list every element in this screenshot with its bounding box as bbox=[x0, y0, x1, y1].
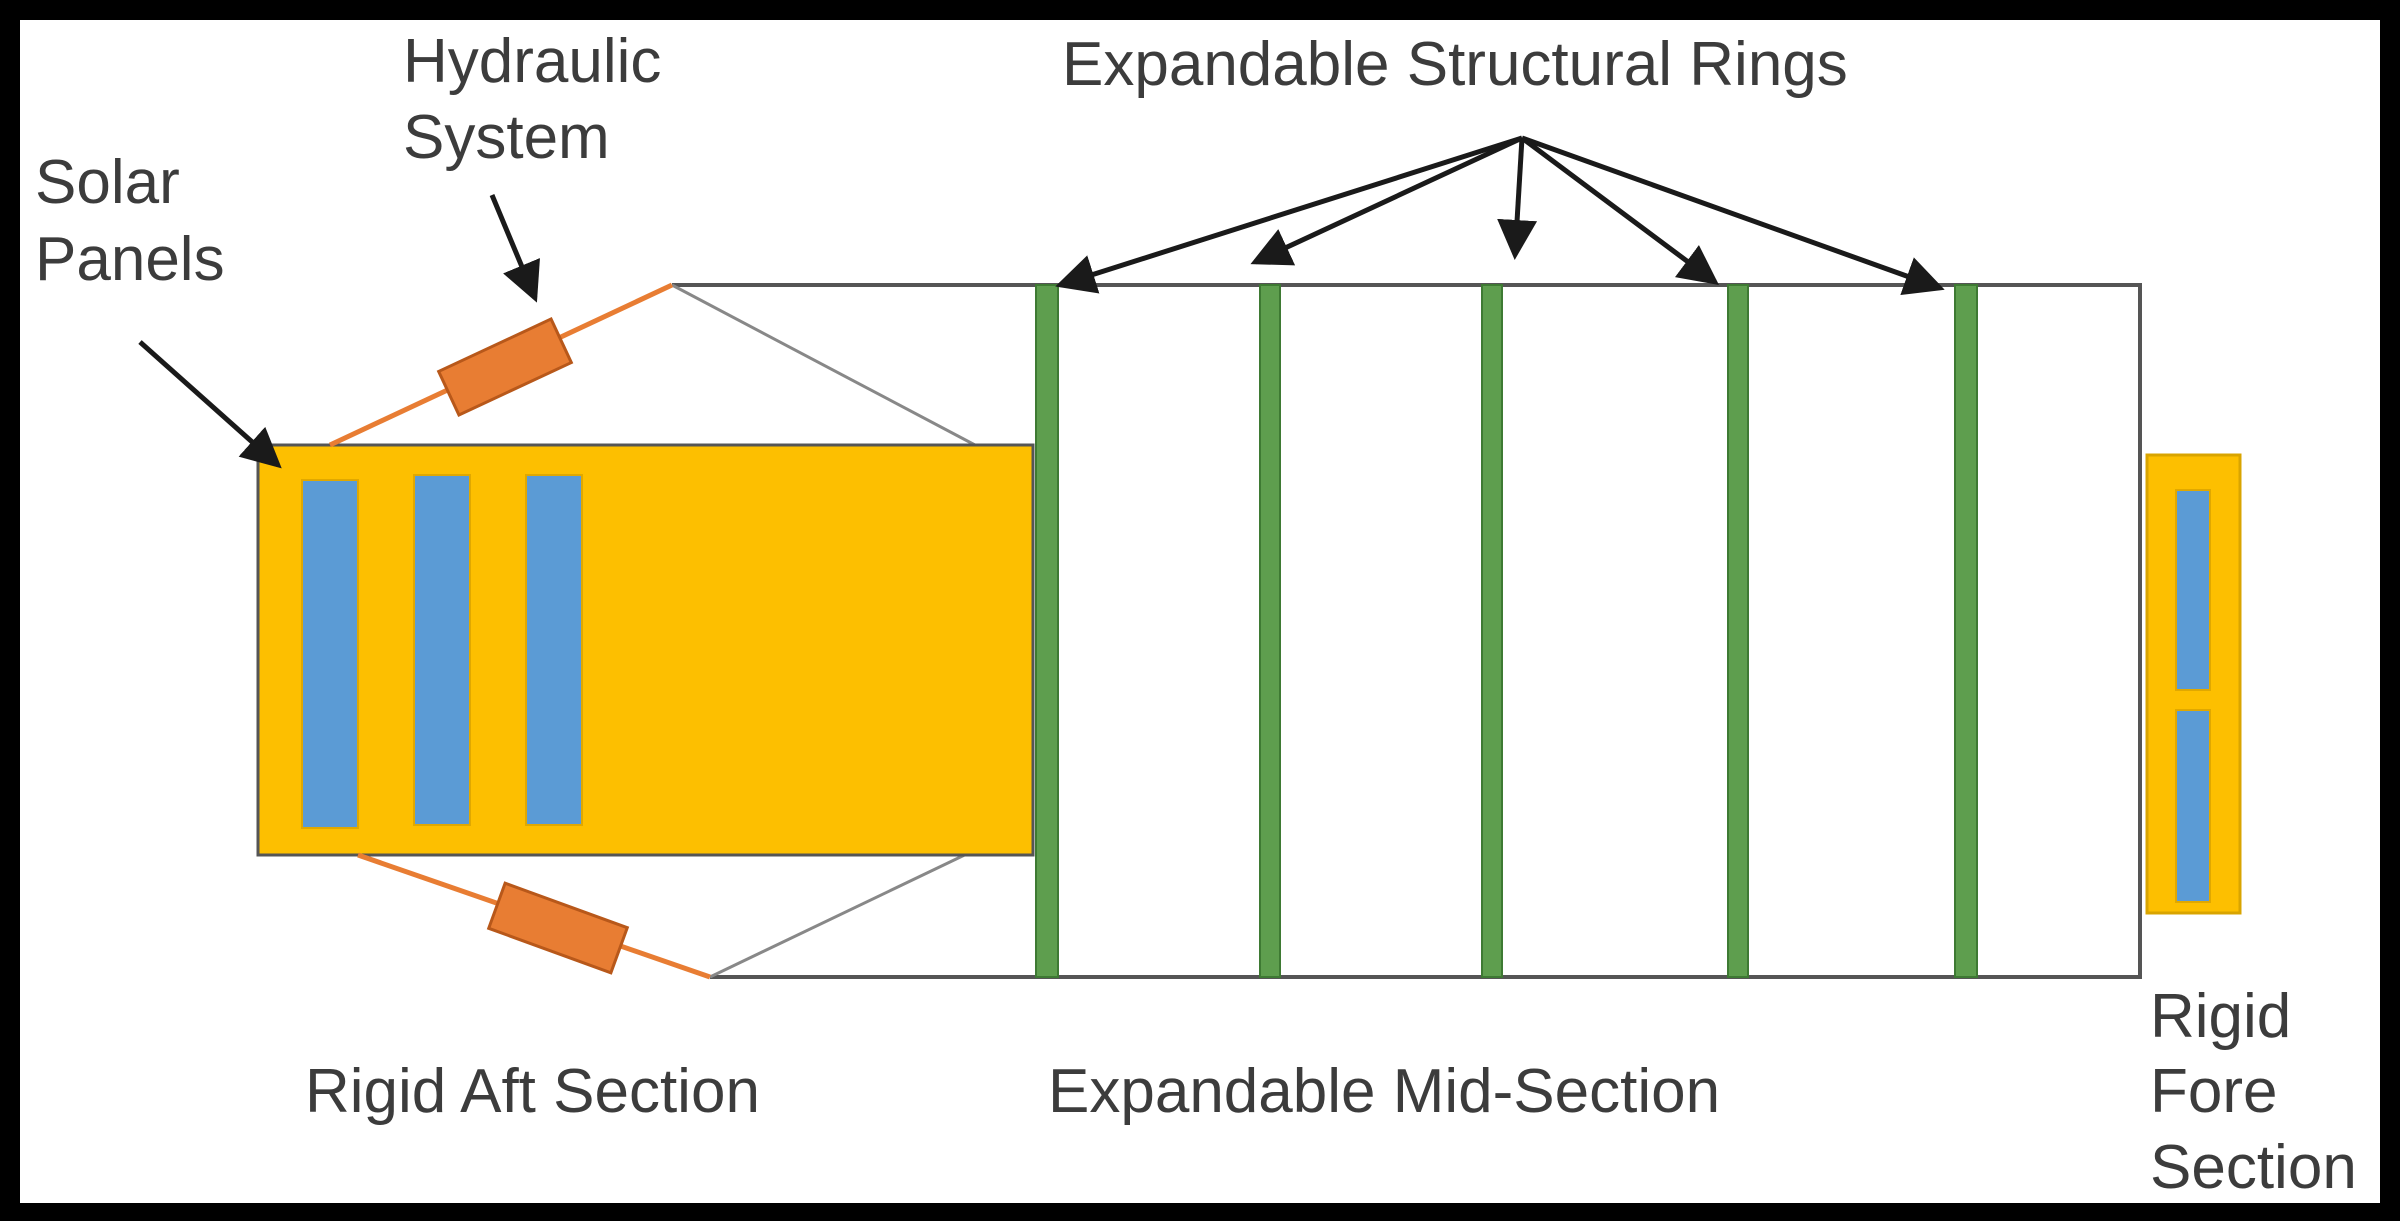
hydraulic-arm-top bbox=[328, 282, 674, 448]
structural-ring bbox=[1727, 284, 1749, 978]
structural-rings bbox=[1035, 284, 1978, 978]
structural-ring bbox=[1035, 284, 1059, 978]
ring-arrow-5 bbox=[1521, 135, 1945, 296]
fore-solar-panel bbox=[2175, 709, 2211, 903]
aft-solar-panel bbox=[525, 474, 583, 826]
hydraulic-arm-bottom bbox=[357, 852, 711, 980]
fore-solar-panel bbox=[2175, 489, 2211, 691]
structural-ring bbox=[1481, 284, 1503, 978]
aft-solar-panels bbox=[301, 474, 583, 829]
structural-ring bbox=[1259, 284, 1281, 978]
ring-arrow-3 bbox=[1497, 137, 1538, 260]
hydraulic-cylinder bbox=[486, 881, 630, 975]
aft-section-label: Rigid Aft Section bbox=[305, 1057, 760, 1126]
solar-panels-arrow bbox=[138, 340, 282, 469]
rigid-aft-section bbox=[256, 443, 1035, 857]
hydraulic-cylinder bbox=[436, 317, 574, 417]
transition-line-top-diagonal bbox=[671, 283, 976, 447]
ring-arrow-4 bbox=[1520, 135, 1720, 285]
aft-solar-panel bbox=[301, 479, 359, 829]
structural-rings-label: Expandable Structural Rings bbox=[1062, 30, 1848, 99]
hydraulic-system-label: Hydraulic System bbox=[403, 27, 679, 172]
mid-section-label: Expandable Mid-Section bbox=[1048, 1057, 1720, 1126]
fore-section-label: Rigid Fore Section bbox=[2150, 982, 2357, 1202]
fore-solar-panels bbox=[2175, 489, 2211, 903]
transition-line-bottom-diagonal bbox=[709, 848, 976, 979]
hydraulic-system-arrow bbox=[489, 194, 540, 303]
label-arrows bbox=[138, 135, 1945, 469]
structural-ring bbox=[1954, 284, 1978, 978]
ring-arrow-1 bbox=[1055, 135, 1523, 294]
aft-solar-panel bbox=[413, 474, 471, 826]
solar-panels-label: Solar Panels bbox=[35, 148, 225, 294]
ring-arrow-2 bbox=[1250, 135, 1524, 266]
